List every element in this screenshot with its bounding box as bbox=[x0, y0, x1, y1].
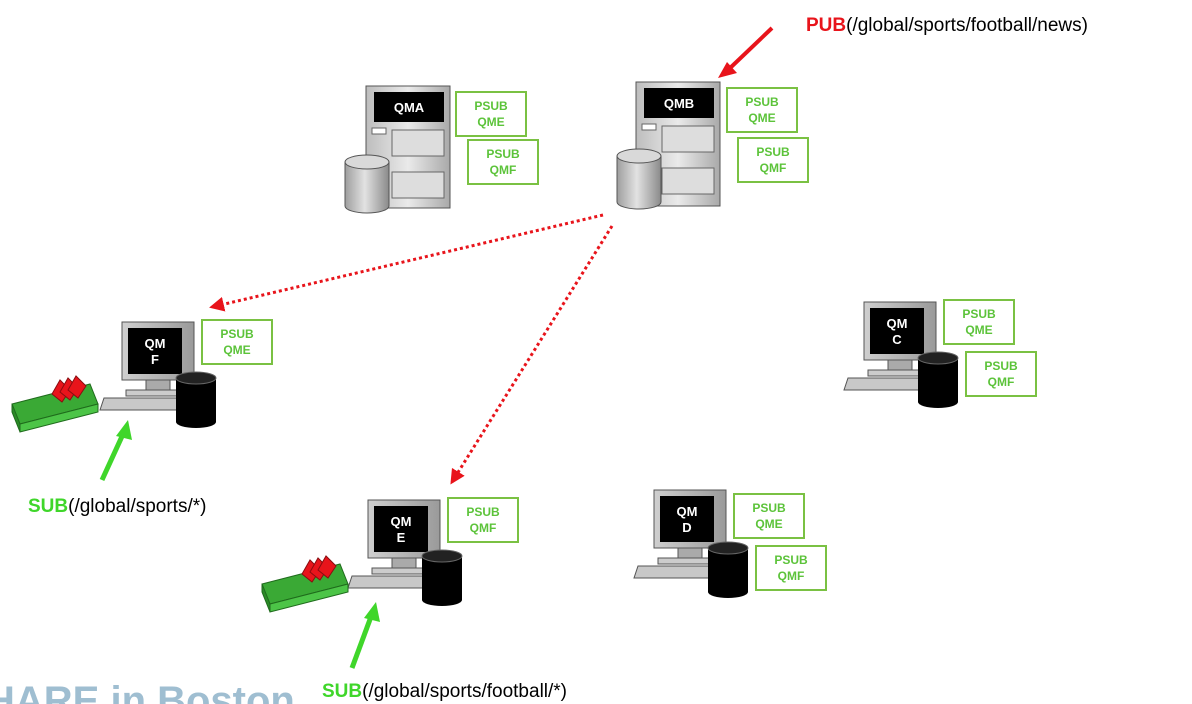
svg-text:PSUB: PSUB bbox=[752, 501, 786, 515]
server-qma-screen bbox=[374, 92, 444, 122]
svg-text:QMF: QMF bbox=[778, 569, 805, 583]
publish-keyword: PUB bbox=[806, 15, 846, 36]
subscribe-topic-qmf: (/global/sports/*) bbox=[68, 496, 206, 517]
psub-box-qmd-1: PSUB QME bbox=[733, 493, 805, 539]
server-qma-title: QMA bbox=[394, 100, 425, 115]
route-qmb-to-qme bbox=[450, 225, 614, 485]
svg-text:PSUB: PSUB bbox=[745, 95, 779, 109]
svg-text:PSUB: PSUB bbox=[486, 147, 520, 161]
server-qmb-screen bbox=[644, 88, 714, 118]
svg-text:QM: QM bbox=[887, 316, 908, 331]
server-qmb-disk bbox=[616, 148, 662, 210]
psub-box-qmb-2: PSUB QMF bbox=[737, 137, 809, 183]
svg-text:QME: QME bbox=[223, 343, 250, 357]
svg-text:QM: QM bbox=[145, 336, 166, 351]
subscribe-keyword-qmf: SUB bbox=[28, 496, 68, 517]
svg-text:QM: QM bbox=[391, 514, 412, 529]
workstation-qmc-disk bbox=[917, 351, 959, 408]
workstation-qmd-disk bbox=[707, 541, 749, 598]
psub-box-qma-1: PSUB QME bbox=[455, 91, 527, 137]
psub-box-qmf-1: PSUB QME bbox=[201, 319, 273, 365]
workstation-qmc-screen bbox=[870, 308, 924, 354]
svg-text:E: E bbox=[397, 530, 406, 545]
svg-text:PSUB: PSUB bbox=[984, 359, 1018, 373]
subscribe-label-qme: SUB(/global/sports/football/*) bbox=[322, 681, 567, 702]
workstation-qmf: QM F bbox=[99, 321, 217, 428]
svg-text:QME: QME bbox=[477, 115, 504, 129]
subscribe-topic-qme: (/global/sports/football/*) bbox=[362, 681, 567, 702]
svg-text:PSUB: PSUB bbox=[466, 505, 500, 519]
subscribe-keyword-qme: SUB bbox=[322, 681, 362, 702]
psub-box-qme-1: PSUB QMF bbox=[447, 497, 519, 543]
svg-text:PSUB: PSUB bbox=[962, 307, 996, 321]
svg-text:QMF: QMF bbox=[760, 161, 787, 175]
svg-text:D: D bbox=[682, 520, 691, 535]
psub-box-qmb-1: PSUB QME bbox=[726, 87, 798, 133]
workstation-qme-disk bbox=[421, 549, 463, 606]
publish-topic: (/global/sports/football/news) bbox=[846, 15, 1088, 36]
workstation-qmf-disk bbox=[175, 371, 217, 428]
svg-text:PSUB: PSUB bbox=[774, 553, 808, 567]
workstation-qmc: QM C bbox=[843, 301, 959, 408]
subscribe-arrow-qme bbox=[349, 602, 380, 669]
svg-text:PSUB: PSUB bbox=[220, 327, 254, 341]
route-qmb-to-qmf bbox=[209, 213, 604, 312]
workstation-qme-screen bbox=[374, 506, 428, 552]
svg-text:QME: QME bbox=[965, 323, 992, 337]
workstation-qmd-screen bbox=[660, 496, 714, 542]
svg-text:C: C bbox=[892, 332, 902, 347]
subscribe-label-qmf: SUB(/global/sports/*) bbox=[28, 496, 206, 517]
server-qma: QMA bbox=[344, 85, 451, 214]
psub-box-qma-2: PSUB QMF bbox=[467, 139, 539, 185]
message-tray-qmf bbox=[11, 375, 99, 433]
svg-text:QM: QM bbox=[677, 504, 698, 519]
svg-text:QMF: QMF bbox=[490, 163, 517, 177]
psub-box-qmd-2: PSUB QMF bbox=[755, 545, 827, 591]
psub-box-qmc-2: PSUB QMF bbox=[965, 351, 1037, 397]
svg-text:QMF: QMF bbox=[470, 521, 497, 535]
server-qmb-title: QMB bbox=[664, 96, 694, 111]
workstation-qmf-screen bbox=[128, 328, 182, 374]
psub-box-qmc-1: PSUB QME bbox=[943, 299, 1015, 345]
svg-text:PSUB: PSUB bbox=[474, 99, 508, 113]
svg-text:F: F bbox=[151, 352, 159, 367]
footer-logo: HARE in Boston bbox=[0, 679, 295, 704]
svg-text:QME: QME bbox=[755, 517, 782, 531]
server-qma-disk bbox=[344, 154, 390, 214]
publish-label: PUB(/global/sports/football/news) bbox=[806, 15, 1088, 36]
svg-text:QMF: QMF bbox=[988, 375, 1015, 389]
svg-text:PSUB: PSUB bbox=[756, 145, 790, 159]
svg-text:QME: QME bbox=[748, 111, 775, 125]
message-tray-qme bbox=[261, 555, 349, 613]
workstation-qmd: QM D bbox=[633, 489, 749, 598]
server-qmb: QMB bbox=[616, 81, 721, 210]
publish-arrow bbox=[718, 26, 774, 78]
workstation-qme: QM E bbox=[347, 499, 463, 606]
subscribe-arrow-qmf bbox=[99, 420, 132, 482]
